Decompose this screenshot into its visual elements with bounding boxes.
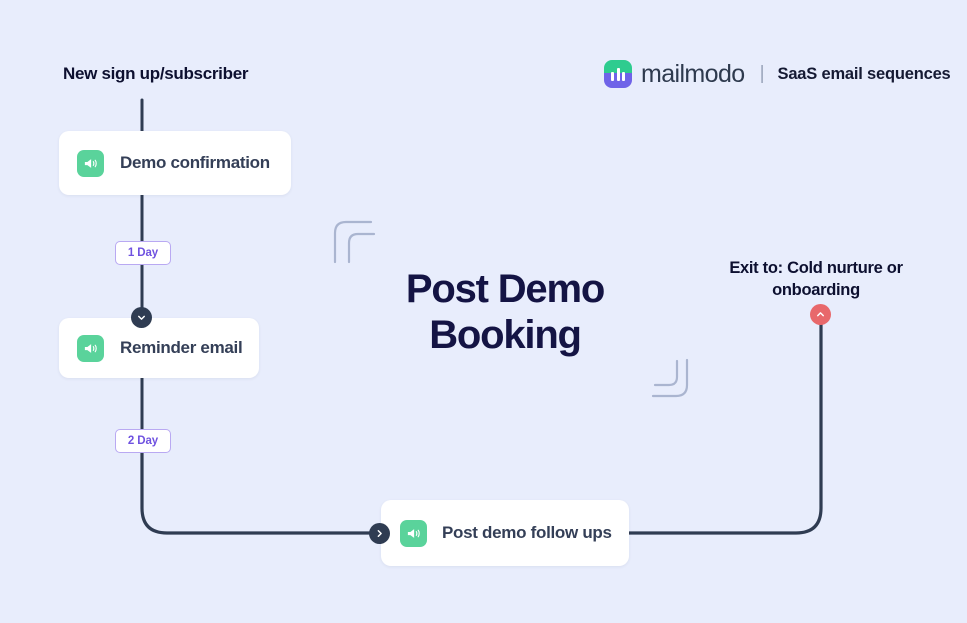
exit-label-line-1: Exit to: Cold nurture or — [729, 259, 903, 277]
node-label: Reminder email — [120, 338, 243, 357]
exit-label-line-2: onboarding — [772, 281, 860, 299]
node-post-demo-follow-ups[interactable]: Post demo follow ups — [381, 500, 629, 566]
node-reminder-email[interactable]: Reminder email — [59, 318, 259, 378]
line-post-demo-to-exit — [627, 313, 823, 535]
page-title-line-1: Post Demo — [405, 267, 605, 311]
brand-name: mailmodo — [641, 59, 745, 88]
megaphone-icon — [77, 149, 104, 177]
decor-arc-top-left — [333, 220, 376, 264]
logo-bars — [611, 68, 625, 81]
decor-arc-bottom-right — [651, 358, 689, 398]
brand-row: mailmodo | SaaS email sequences — [604, 58, 951, 90]
mailmodo-logo-icon — [604, 60, 632, 88]
trigger-label: New sign up/subscriber — [63, 64, 249, 83]
chevron-down-icon[interactable] — [131, 307, 152, 328]
brand-tagline: SaaS email sequences — [777, 64, 951, 83]
node-demo-confirmation[interactable]: Demo confirmation — [59, 131, 291, 195]
megaphone-icon — [77, 334, 104, 362]
page-title-line-2: Booking — [429, 313, 582, 357]
line-delay2-to-post-demo — [140, 449, 383, 535]
chevron-right-icon[interactable] — [369, 523, 390, 544]
chevron-up-icon[interactable] — [810, 304, 831, 325]
brand-divider: | — [759, 63, 765, 84]
megaphone-icon — [400, 519, 427, 547]
delay-badge-1-day[interactable]: 1 Day — [115, 241, 171, 265]
exit-label: Exit to: Cold nurture or onboarding — [713, 257, 919, 301]
delay-badge-2-day[interactable]: 2 Day — [115, 429, 171, 453]
page-title: Post Demo Booking — [355, 266, 655, 358]
node-label: Demo confirmation — [120, 153, 270, 172]
node-label: Post demo follow ups — [442, 523, 612, 542]
